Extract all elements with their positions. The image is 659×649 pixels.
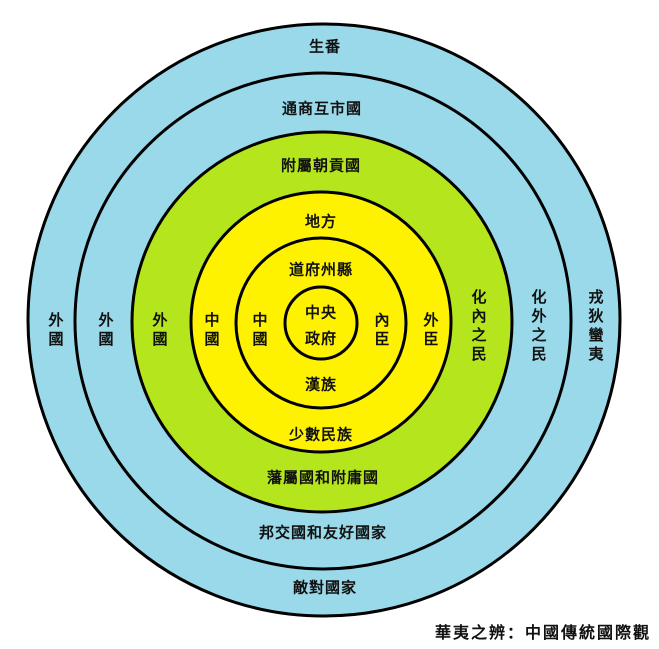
- label-hostile-states: 敵對國家: [292, 578, 358, 597]
- ring-central-government: [283, 285, 359, 361]
- label-left-ring2: 外國: [96, 312, 115, 350]
- label-outer-ministers: 外臣: [421, 312, 440, 350]
- label-tributary-states: 附屬朝貢國: [280, 156, 362, 175]
- label-central-line1: 中央: [304, 303, 338, 322]
- label-left-ring3: 外國: [150, 312, 169, 350]
- label-vassal-states: 藩屬國和附庸國: [266, 468, 380, 487]
- label-uncivilized-people: 化外之民: [529, 289, 548, 365]
- label-minorities: 少數民族: [288, 425, 354, 444]
- label-barbarians: 戎狄蠻夷: [586, 289, 605, 365]
- label-trade-states: 通商互市國: [281, 99, 363, 118]
- label-diplomatic-states: 邦交國和友好國家: [258, 523, 388, 542]
- label-inner-ministers: 內臣: [372, 312, 391, 350]
- label-civilized-people: 化內之民: [469, 289, 488, 365]
- label-left-ring1: 外國: [46, 312, 65, 350]
- diagram-caption: 華夷之辨：中國傳統國際觀: [434, 623, 651, 642]
- label-left-ring4: 中國: [202, 312, 221, 350]
- label-sheng-fan: 生番: [308, 37, 342, 56]
- label-prefectures: 道府州縣: [288, 260, 354, 279]
- label-central-line2: 政府: [304, 329, 338, 348]
- label-han: 漢族: [304, 375, 338, 394]
- label-local: 地方: [304, 212, 338, 231]
- label-left-ring5: 中國: [250, 312, 269, 350]
